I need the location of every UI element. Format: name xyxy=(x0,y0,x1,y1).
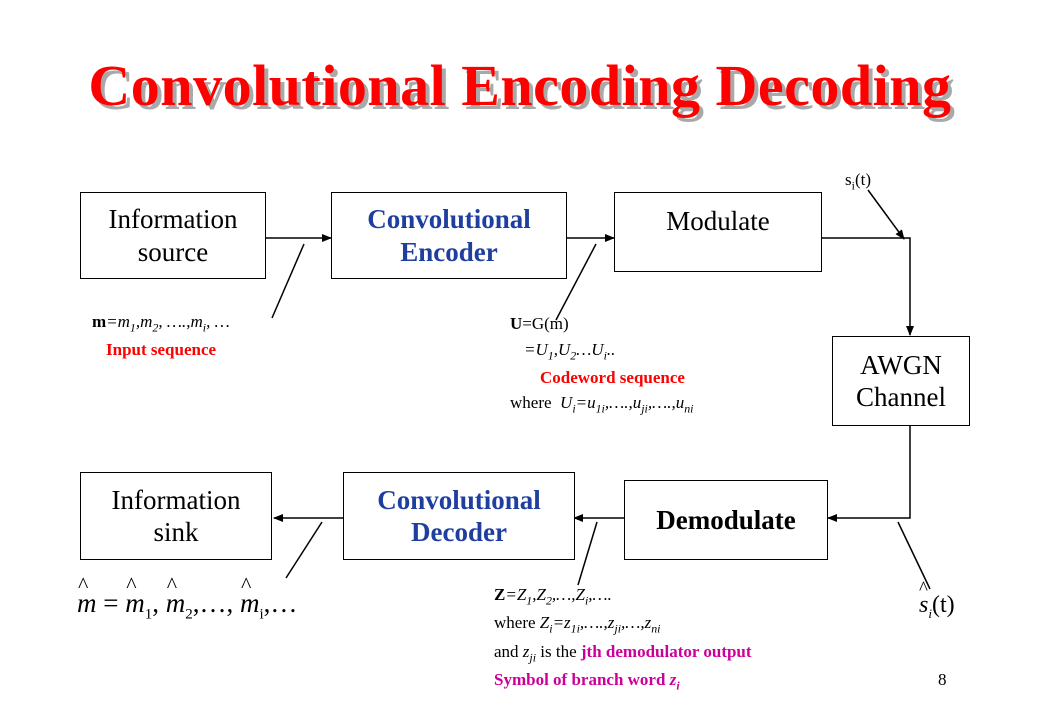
wire-modulate-to-channel xyxy=(822,237,914,336)
page-number: 8 xyxy=(938,670,947,689)
block-modulate: Modulate xyxy=(614,192,822,272)
demodulator-output-label: jth demodulator output xyxy=(580,641,752,661)
block-demodulate: Demodulate xyxy=(624,480,828,560)
signal-si-hat-t-label: si(t) xyxy=(919,578,955,622)
branch-word-label: Symbol of branch word zi xyxy=(494,669,680,693)
input-sequence-note: m=m1,m2, ….,mi, … Input sequence xyxy=(92,309,230,363)
pointer-codeword-sequence xyxy=(555,243,597,321)
input-sequence-expression: m=m1,m2, ….,mi, … xyxy=(92,312,230,335)
block-convolutional-decoder: Convolutional Decoder xyxy=(343,472,575,560)
pointer-decoded-output xyxy=(285,521,323,579)
pointer-input-sequence xyxy=(271,243,305,319)
block-information-sink: Information sink xyxy=(80,472,272,560)
pointer-received-sequence xyxy=(577,521,598,586)
wire-channel-to-demodulate xyxy=(827,425,911,522)
signal-si-t-label: si(t) xyxy=(845,170,871,193)
block-awgn-channel: AWGN Channel xyxy=(832,336,970,426)
codeword-sequence-note: U=G(m) =U1,U2…Ui.. Codeword sequence whe… xyxy=(510,314,694,416)
slide-title: Convolutional Encoding Decoding xyxy=(88,53,952,118)
input-sequence-label: Input sequence xyxy=(106,340,217,360)
block-information-source: Information source xyxy=(80,192,266,279)
received-sequence-note: Z=Z1,Z2,…,Zi,…. where Zi=z1i,….,zji,…,zn… xyxy=(494,582,752,695)
decoded-output-expression: m = m1, m2,…, mi,… xyxy=(77,572,297,623)
codeword-sequence-label: Codeword sequence xyxy=(540,367,685,387)
pointer-si-t xyxy=(867,189,905,240)
block-convolutional-encoder: Convolutional Encoder xyxy=(331,192,567,279)
